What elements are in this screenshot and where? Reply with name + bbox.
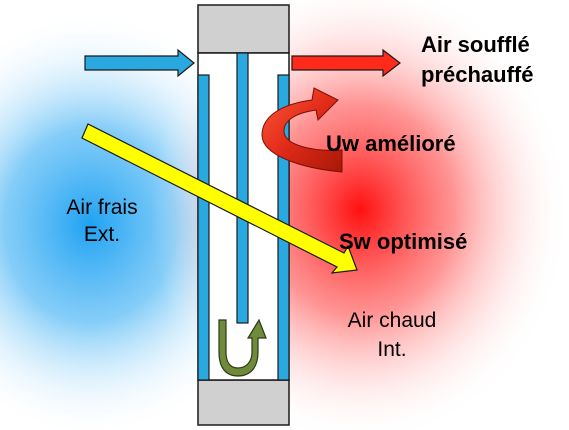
air-souffle-label-line1: Air soufflé <box>421 32 530 57</box>
middle-glass-pane <box>236 52 249 324</box>
air-chaud-label-line2: Int. <box>377 338 407 361</box>
window-frame-bottom <box>197 379 290 426</box>
uw-curved-arrow-icon <box>261 87 343 173</box>
air-frais-label-line1: Air frais <box>66 196 138 219</box>
window-frame-top <box>197 4 290 54</box>
air-souffle-label-line2: préchauffé <box>421 62 534 87</box>
outlet-arrow-icon <box>291 48 401 78</box>
cavity-u-turn-arrow-icon <box>218 318 267 377</box>
sw-label: Sw optimisé <box>339 229 468 254</box>
outer-glass-pane <box>197 74 210 381</box>
air-chaud-label-line1: Air chaud <box>347 309 437 332</box>
solar-arrow-icon <box>81 123 358 274</box>
air-frais-label-line2: Ext. <box>83 223 121 246</box>
inlet-arrow-icon <box>84 48 195 78</box>
uw-label: Uw amélioré <box>326 131 456 156</box>
